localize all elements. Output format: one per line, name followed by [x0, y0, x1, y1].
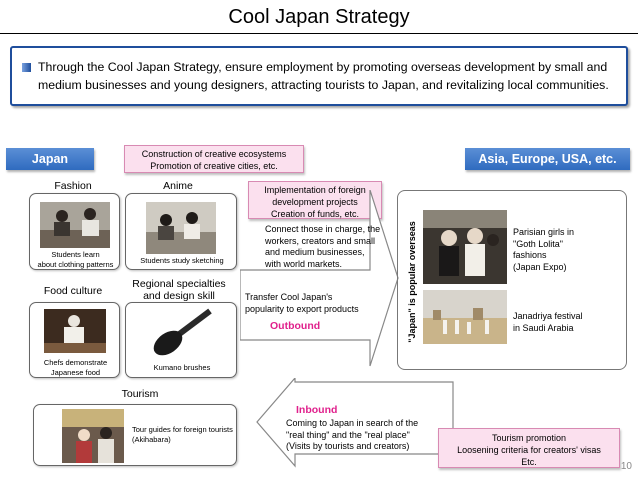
transfer-line-1: Transfer Cool Japan's [245, 292, 333, 302]
outbound-arrow [240, 190, 399, 367]
outbound-label: Outbound [270, 320, 321, 332]
brush-photo [148, 307, 214, 361]
regional-photo-box: Kumano brushes [125, 302, 237, 378]
inbound-arrow [256, 378, 454, 468]
transfer-line-2: popularity to export products [245, 303, 359, 314]
regional-heading: Regional specialties and design skill [120, 278, 238, 302]
anime-heading: Anime [163, 180, 193, 192]
japan-label: Japan [6, 148, 94, 170]
anime-caption: Students study sketching [140, 256, 224, 265]
paris-photo [423, 210, 507, 284]
food-caption: Chefs demonstrate Japanese food [30, 358, 121, 377]
overseas-box [397, 190, 627, 370]
ecosystem-box: Construction of creative ecosystems Prom… [124, 145, 304, 173]
janadriya-photo [423, 290, 507, 344]
foreign-dev-line-1: Implementation of foreign [264, 185, 366, 195]
food-photo-box: Chefs demonstrate Japanese food [29, 302, 120, 378]
food-caption-line-1: Chefs demonstrate [43, 358, 108, 367]
bullet-square-icon [22, 63, 31, 72]
fashion-heading: Fashion [54, 180, 92, 192]
food-photo [44, 309, 106, 353]
fashion-caption-line-2: about clothing patterns [37, 259, 114, 269]
overseas-label: Asia, Europe, USA, etc. [465, 148, 630, 170]
ecosystem-line-2: Promotion of creative cities, etc. [150, 161, 278, 171]
fashion-caption: Students learn about clothing patterns [30, 250, 121, 269]
tourism-promotion-box: Tourism promotion Loosening criteria for… [438, 428, 620, 468]
anime-photo-box: Students study sketching [125, 193, 237, 270]
title-divider [0, 33, 638, 34]
tourism-photo [62, 409, 124, 463]
foreign-dev-box: Implementation of foreign development pr… [248, 181, 382, 219]
janadriya-line-1: Janadriya festival [513, 311, 583, 321]
paris-line-2: "Goth Lolita" [513, 238, 563, 249]
page-title: Cool Japan Strategy [228, 6, 410, 28]
tourism-promo-line-3: Etc. [521, 457, 537, 467]
tourism-heading: Tourism [121, 388, 159, 400]
intro-box: Through the Cool Japan Strategy, ensure … [10, 46, 628, 106]
fashion-photo [40, 202, 110, 248]
regional-line-2: and design skill [143, 290, 215, 302]
fashion-photo-box: Students learn about clothing patterns [29, 193, 120, 270]
japan-popular-label: "Japan" is popular overseas [398, 212, 426, 352]
inbound-line-1: Coming to Japan in search of the [286, 418, 419, 428]
connect-line-3: and medium businesses, [265, 247, 365, 257]
transfer-text: Transfer Cool Japan's popularity to expo… [245, 292, 385, 315]
page-number: 10 [620, 461, 632, 472]
tourism-caption: Tour guides for foreign tourists (Akihab… [132, 425, 238, 444]
paris-line-4: (Japan Expo) [513, 261, 567, 272]
regional-caption: Kumano brushes [153, 363, 211, 372]
foreign-dev-line-2: development projects [272, 197, 358, 207]
connect-text: Connect those in charge, the workers, cr… [265, 224, 395, 270]
food-caption-line-2: Japanese food [50, 367, 101, 377]
paris-caption: Parisian girls in "Goth Lolita" fashions… [513, 227, 625, 273]
tourism-promo-line-2: Loosening criteria for creators' visas [457, 445, 601, 455]
intro-text: Through the Cool Japan Strategy, ensure … [38, 60, 609, 92]
tourism-photo-box: Tour guides for foreign tourists (Akihab… [33, 404, 237, 466]
anime-photo [146, 202, 216, 254]
tourism-promo-line-1: Tourism promotion [491, 433, 567, 443]
inbound-line-3: (Visits by tourists and creators) [286, 441, 410, 451]
japan-popular-text: "Japan" is popular overseas [407, 221, 417, 343]
inbound-line-2: "real thing" and the "real place" [286, 429, 410, 440]
food-heading: Food culture [43, 285, 103, 297]
janadriya-line-2: in Saudi Arabia [513, 322, 574, 333]
inbound-text: Coming to Japan in search of the "real t… [286, 418, 446, 453]
paris-line-3: fashions [513, 250, 547, 260]
fashion-caption-line-1: Students learn [51, 250, 100, 259]
ecosystem-line-1: Construction of creative ecosystems [141, 149, 287, 159]
inbound-label: Inbound [296, 404, 338, 416]
connect-line-1: Connect those in charge, the [265, 224, 381, 234]
tourism-caption-line-2: (Akihabara) [132, 434, 171, 444]
tourism-caption-line-1: Tour guides for foreign tourists [132, 425, 233, 434]
janadriya-caption: Janadriya festival in Saudi Arabia [513, 311, 625, 334]
regional-line-1: Regional specialties [132, 278, 226, 290]
paris-line-1: Parisian girls in [513, 227, 575, 237]
connect-line-2: workers, creators and small [265, 235, 376, 246]
foreign-dev-line-3: Creation of funds, etc. [270, 209, 360, 219]
connect-line-4: with world markets. [265, 258, 343, 269]
